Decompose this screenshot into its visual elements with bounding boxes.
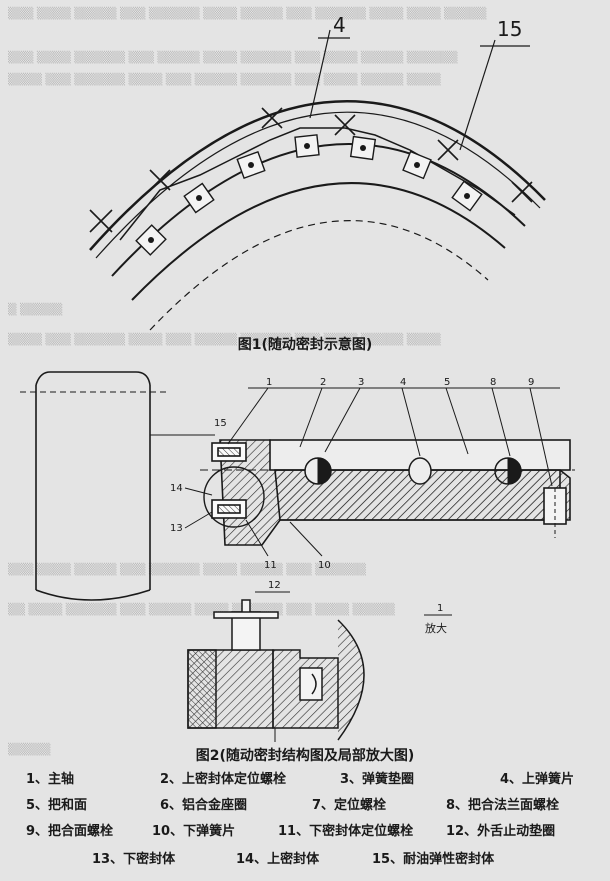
figure2-zoom-ref: 1 — [437, 603, 443, 614]
legend-item-4: 4、上弹簧片 — [500, 772, 575, 787]
figure2-callout-12: 12 — [268, 580, 281, 591]
legend-item-5: 5、把和面 — [26, 798, 88, 813]
figure2-callout-8: 8 — [490, 377, 496, 388]
figure2-shaft — [20, 371, 168, 601]
figure2-zoom-circle — [150, 434, 265, 528]
figure2-callout-9: 9 — [528, 377, 534, 388]
figure2-pin-markers — [304, 457, 522, 485]
figure2-callout-5: 5 — [444, 377, 450, 388]
figure1-caption: 图1(随动密封示意图) — [237, 337, 373, 353]
legend-item-13: 13、下密封体 — [92, 852, 176, 867]
figure1-band-segments — [135, 134, 483, 256]
figure1-label-15: 15 — [497, 17, 522, 41]
legend-item-3: 3、弹簧垫圈 — [340, 772, 415, 787]
figure2-callout-4: 4 — [400, 377, 406, 388]
figure2-callout-3: 3 — [358, 377, 364, 388]
figure2-leaders — [184, 387, 560, 557]
legend-item-6: 6、铝合金座圈 — [160, 798, 248, 813]
legend-item-9: 9、把合面螺栓 — [26, 824, 114, 839]
figure2-callout-14: 14 — [170, 483, 183, 494]
legend-item-11: 11、下密封体定位螺栓 — [278, 824, 414, 839]
figure1-bolt-markers — [89, 107, 533, 233]
legend-item-8: 8、把合法兰面螺栓 — [446, 798, 560, 813]
legend-item-10: 10、下弹簧片 — [152, 824, 236, 839]
figure2-zoom-label: 放大 — [425, 621, 447, 635]
figure2-housing — [200, 439, 575, 546]
figure1-leaders — [309, 29, 530, 151]
figure2-callout-13: 13 — [170, 523, 183, 534]
legend-item-7: 7、定位螺栓 — [312, 798, 387, 813]
figure2-callout-2: 2 — [320, 377, 326, 388]
figure2-callout-10: 10 — [318, 560, 331, 571]
legend-item-15: 15、耐油弹性密封体 — [372, 852, 495, 867]
figure2-zoom-detail — [187, 591, 365, 742]
legend-item-1: 1、主轴 — [26, 772, 75, 787]
figure1-label-4: 4 — [333, 13, 346, 37]
figure2-callout-15: 15 — [214, 418, 227, 429]
figure2-caption: 图2(随动密封结构图及局部放大图) — [195, 748, 415, 764]
legend-item-2: 2、上密封体定位螺栓 — [160, 772, 287, 787]
figure2-callout-1: 1 — [266, 377, 272, 388]
legend-item-14: 14、上密封体 — [236, 852, 320, 867]
figure2-callout-11: 11 — [264, 560, 277, 571]
legend-item-12: 12、外舌止动垫圈 — [446, 824, 556, 839]
figure1-band-holes — [148, 143, 470, 243]
